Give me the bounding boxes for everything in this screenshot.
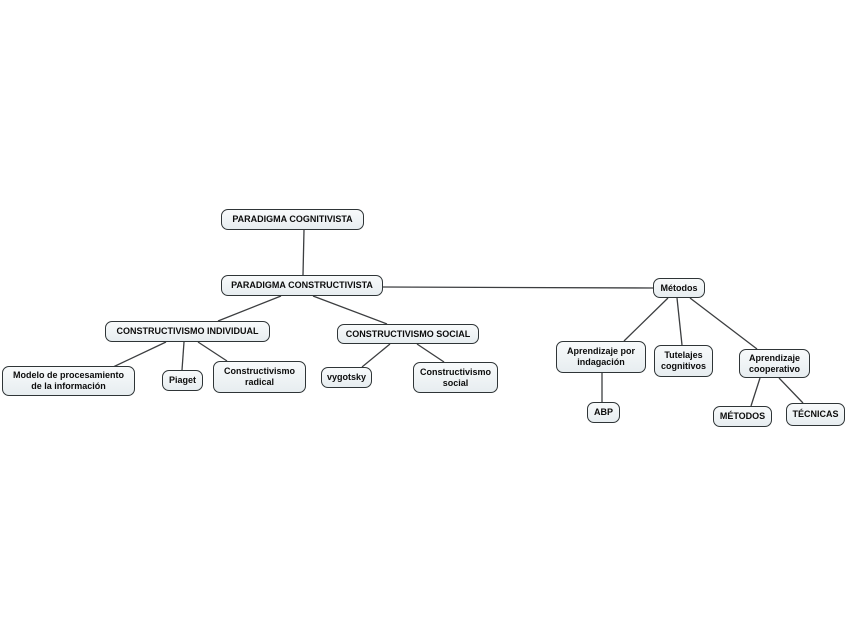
- node-label: vygotsky: [326, 372, 367, 382]
- edge-constructivismo-individual-to-constructivismo-radical: [197, 341, 228, 362]
- node-label: CONSTRUCTIVISMO SOCIAL: [345, 328, 471, 339]
- node-tecnicas[interactable]: TÉCNICAS: [786, 403, 845, 426]
- node-piaget[interactable]: Piaget: [162, 370, 203, 391]
- node-label: cooperativo: [748, 363, 800, 374]
- edge-metodos-to-aprendizaje-por-indagacion: [623, 297, 669, 342]
- node-paradigma-cognitivista[interactable]: PARADIGMA COGNITIVISTA: [221, 209, 364, 230]
- node-label: Tutelajes: [664, 350, 703, 360]
- node-label: Modelo de procesamiento: [12, 370, 125, 380]
- node-label: ABP: [593, 407, 613, 417]
- node-metodos[interactable]: Métodos: [653, 278, 705, 298]
- node-paradigma-constructivista[interactable]: PARADIGMA CONSTRUCTIVISTA: [221, 275, 383, 296]
- node-label: PARADIGMA COGNITIVISTA: [232, 214, 353, 224]
- edge-constructivismo-social-to-constructivismo-social-hijo: [416, 343, 445, 363]
- node-abp[interactable]: ABP: [587, 402, 620, 423]
- edge-paradigma-constructivista-to-metodos: [382, 286, 654, 289]
- edge-paradigma-constructivista-to-constructivismo-individual: [217, 295, 282, 322]
- edge-aprendizaje-cooperativo-to-tecnicas: [778, 377, 804, 404]
- edge-paradigma-cognitivista-to-paradigma-constructivista: [302, 229, 305, 276]
- edge-metodos-to-aprendizaje-cooperativo: [689, 297, 758, 350]
- node-label: indagación: [577, 357, 625, 367]
- node-constructivismo-individual[interactable]: CONSTRUCTIVISMO INDIVIDUAL: [105, 321, 270, 342]
- edge-constructivismo-individual-to-piaget: [181, 341, 185, 371]
- node-label: Aprendizaje: [748, 352, 800, 363]
- node-label: PARADIGMA CONSTRUCTIVISTA: [231, 280, 373, 290]
- node-label: Constructivismo: [223, 366, 295, 376]
- edge-metodos-to-tutelajes-cognitivos: [676, 297, 683, 346]
- edge-constructivismo-individual-to-modelo-de-procesamiento: [110, 341, 167, 369]
- node-label: social: [442, 377, 469, 388]
- edge-aprendizaje-cooperativo-to-metodos-cooperativo: [750, 377, 761, 407]
- edge-paradigma-constructivista-to-constructivismo-social: [312, 295, 388, 325]
- node-label: MÉTODOS: [719, 411, 766, 421]
- node-label: CONSTRUCTIVISMO INDIVIDUAL: [116, 326, 259, 336]
- node-label: TÉCNICAS: [792, 409, 839, 419]
- node-label: cognitivos: [660, 361, 706, 371]
- edge-constructivismo-social-to-vygotsky: [361, 343, 391, 368]
- node-label: Constructivismo: [419, 366, 491, 377]
- node-label: Aprendizaje por: [566, 346, 635, 356]
- node-constructivismo-social[interactable]: CONSTRUCTIVISMO SOCIAL: [337, 324, 479, 344]
- node-vygotsky[interactable]: vygotsky: [321, 367, 372, 388]
- node-label: de la información: [31, 381, 106, 391]
- node-label: radical: [244, 377, 275, 387]
- node-metodos-cooperativo[interactable]: MÉTODOS: [713, 406, 772, 427]
- node-label: Piaget: [168, 375, 196, 385]
- node-label: Métodos: [660, 282, 698, 293]
